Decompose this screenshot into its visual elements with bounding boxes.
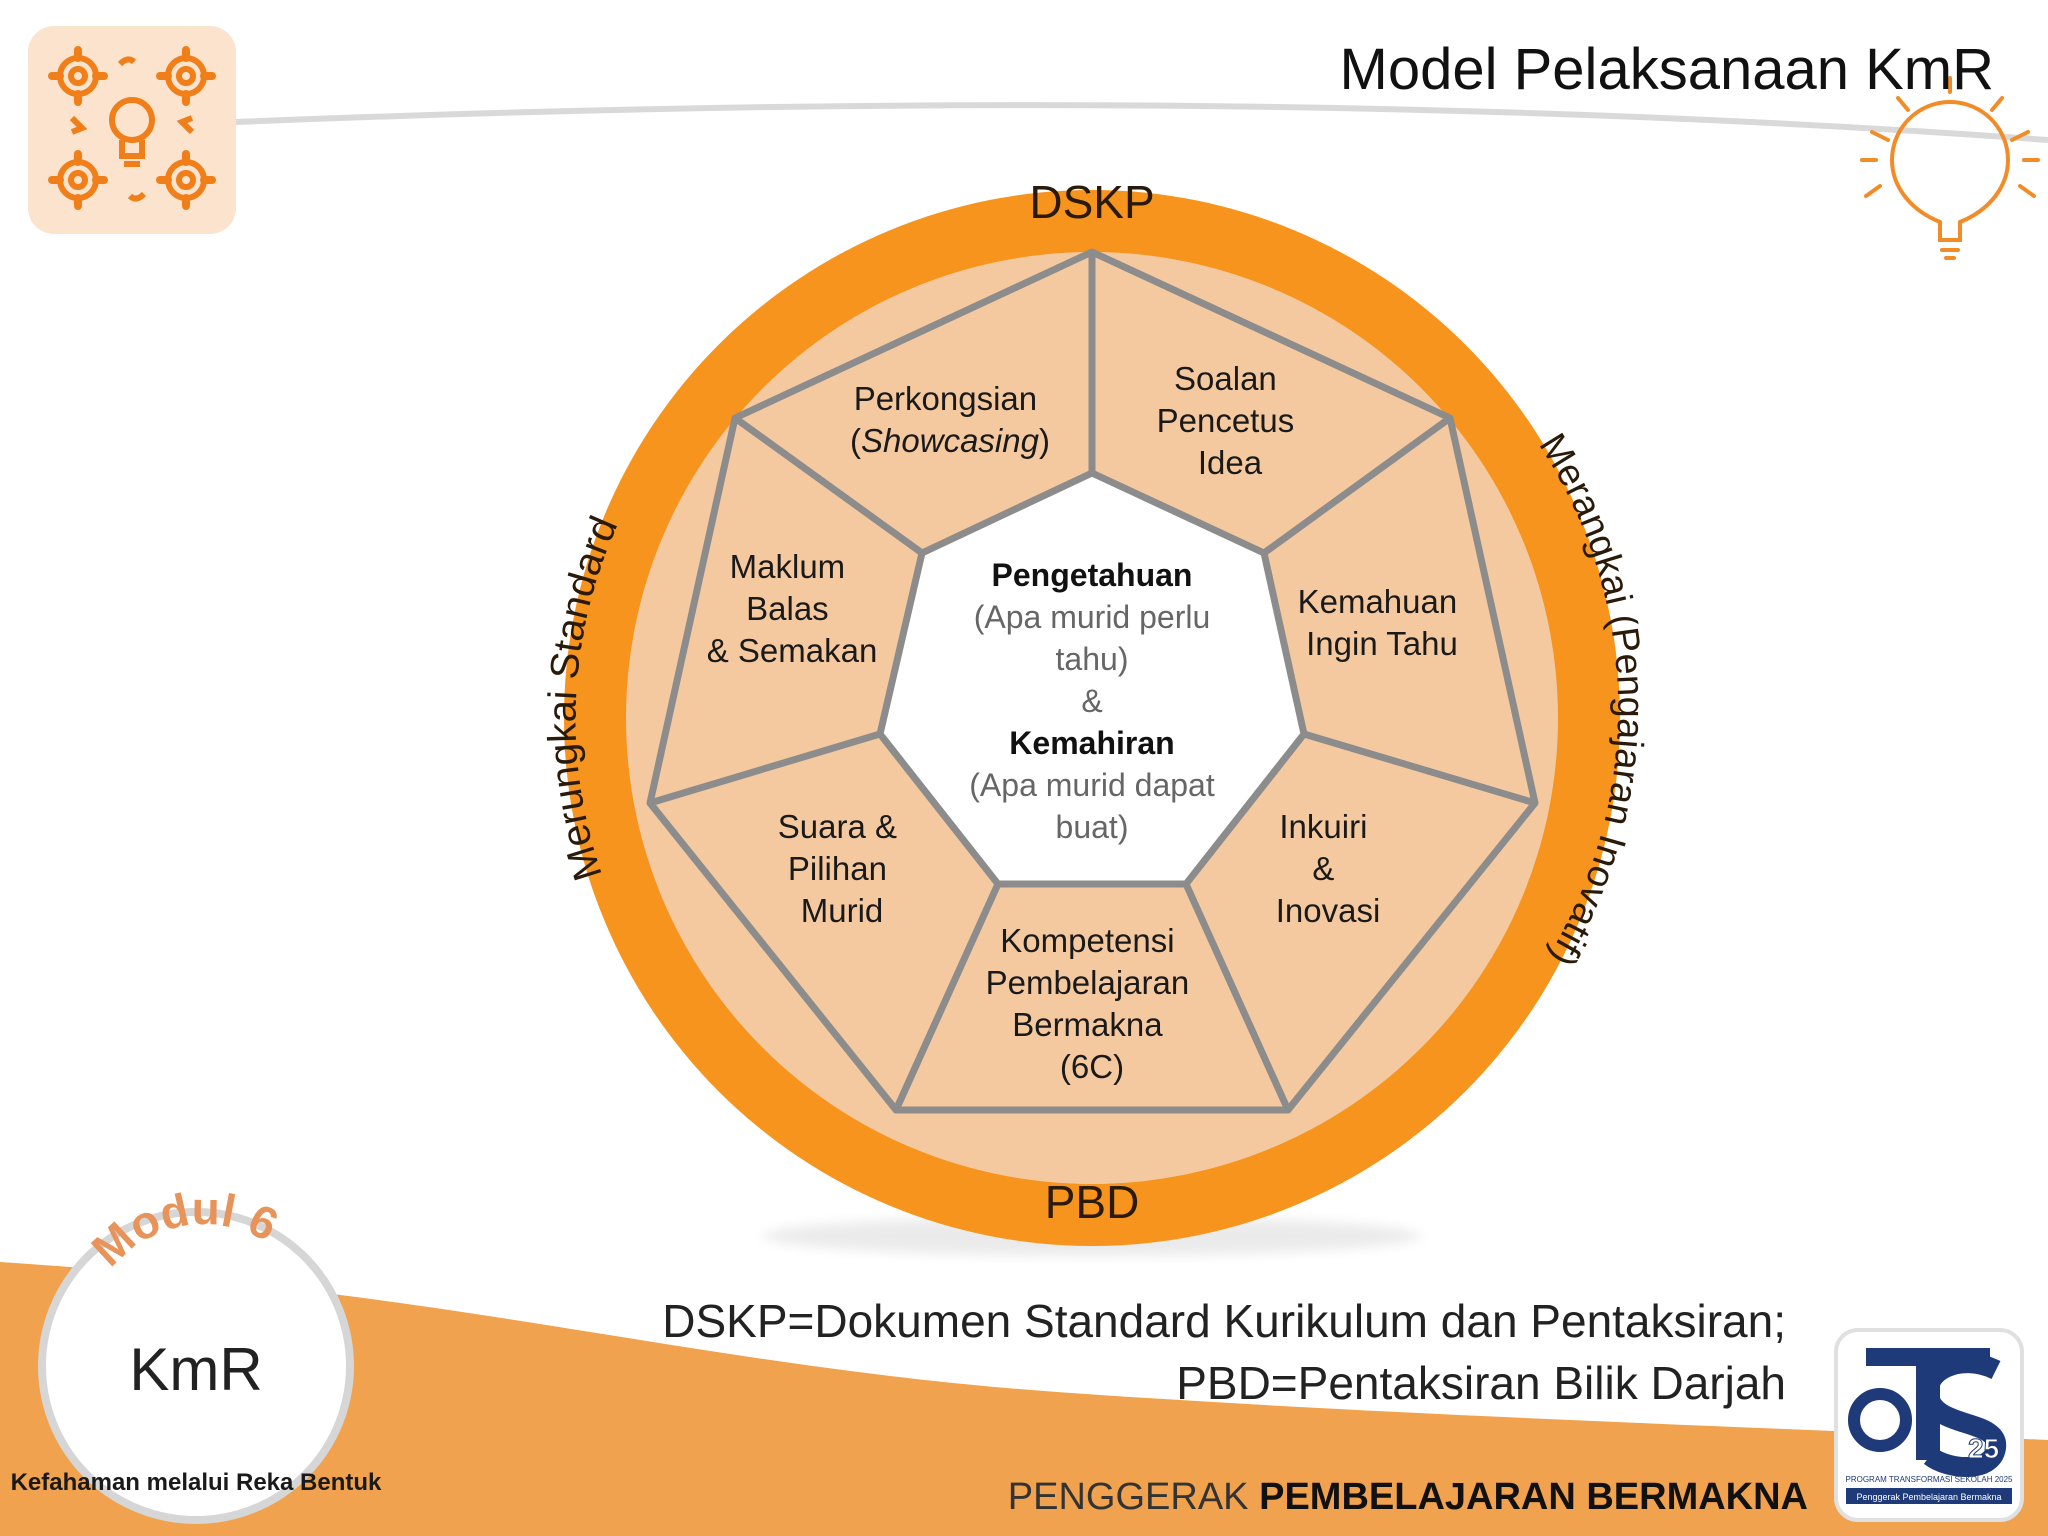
ring-label-pbd: PBD — [1045, 1176, 1140, 1228]
center-skill-desc-1: (Apa murid dapat — [969, 767, 1215, 803]
inner-heptagon — [876, 469, 1308, 888]
center-skill-title: Kemahiran — [1009, 725, 1174, 761]
tagline: PENGGERAK PEMBELAJARAN BERMAKNA — [1008, 1476, 1808, 1519]
outer-heptagon — [646, 248, 1539, 1114]
segment-soalan-pencetus-idea: Soalan Pencetus Idea — [1157, 360, 1304, 481]
ts25-logo: 25 PROGRAM TRANSFORMASI SEKOLAH 2025 Pen… — [1834, 1328, 2024, 1522]
footer-wave — [0, 1262, 2048, 1536]
center-skill-desc-2: buat) — [1056, 809, 1129, 845]
logo-number: 25 — [1968, 1433, 1999, 1464]
slide-title: Model Pelaksanaan KmR — [1339, 37, 1994, 102]
logo-line-1: PROGRAM TRANSFORMASI SEKOLAH 2025 — [1845, 1475, 2013, 1484]
segment-suara-pilihan-murid: Suara & Pilihan Murid — [778, 808, 906, 929]
segment-perkongsian: Perkongsian (Showcasing) — [850, 380, 1050, 459]
ring-label-dskp: DSKP — [1029, 176, 1154, 228]
badge-acronym: KmR — [129, 1336, 262, 1403]
tagline-light: PENGGERAK — [1007, 1476, 1260, 1518]
segment-kompetensi: Kompetensi Pembelajaran Bermakna (6C) — [986, 922, 1199, 1085]
kmr-model-diagram: DSKP PBD Merungkai Standard Merangkai (P… — [540, 176, 1651, 1256]
center-knowledge-title: Pengetahuan — [992, 557, 1193, 593]
logo-line-2: Penggerak Pembelajaran Bermakna — [1856, 1492, 2001, 1502]
header-divider — [235, 102, 2048, 143]
center-knowledge-desc-1: (Apa murid perlu — [974, 599, 1211, 635]
lightbulb-icon — [1860, 76, 2040, 260]
definition-pbd: PBD=Pentaksiran Bilik Darjah — [1176, 1357, 1786, 1409]
segment-maklum-balas: Maklum Balas & Semakan — [707, 548, 878, 669]
center-amp: & — [1081, 683, 1102, 719]
tagline-bold: PEMBELAJARAN BERMAKNA — [1259, 1476, 1808, 1518]
badge-arc-text: Kefahaman melalui Reka Bentuk — [11, 1469, 382, 1496]
definition-dskp: DSKP=Dokumen Standard Kurikulum dan Pent… — [662, 1295, 1786, 1347]
segment-inkuiri-inovasi: Inkuiri & Inovasi — [1276, 808, 1381, 929]
module-badge: Modul 6 Kefahaman melalui Reka Bentuk Km… — [11, 1182, 382, 1524]
center-knowledge-desc-2: tahu) — [1056, 641, 1129, 677]
gears-lightbulb-icon — [28, 26, 236, 234]
segment-kemahuan-ingin-tahu: Kemahuan Ingin Tahu — [1298, 583, 1467, 662]
definitions: DSKP=Dokumen Standard Kurikulum dan Pent… — [662, 1290, 1786, 1414]
